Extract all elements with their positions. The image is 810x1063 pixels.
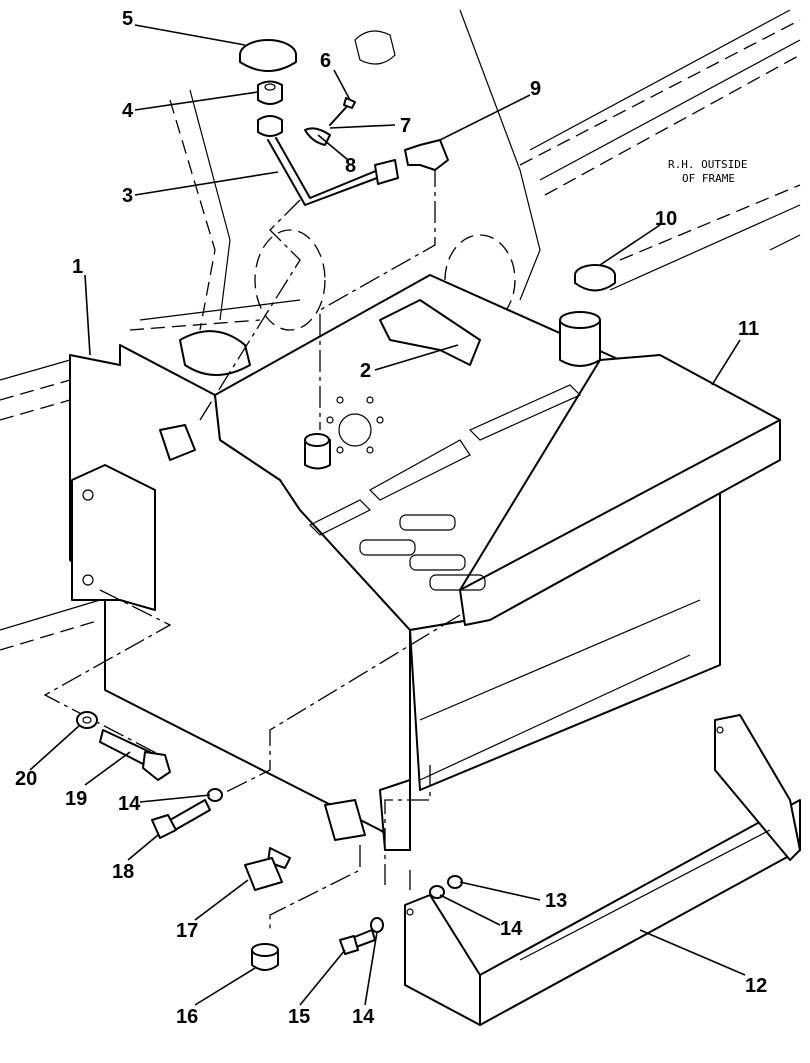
- bolt-15: [339, 929, 376, 955]
- cap-10: [574, 264, 616, 292]
- nut-4: [257, 80, 283, 105]
- assembly-lines: [43, 165, 461, 930]
- hydraulic-tank: [69, 274, 781, 851]
- bolt-18: [151, 799, 211, 839]
- washer-14a: [207, 788, 223, 802]
- bolt-17: [244, 847, 291, 891]
- note-line-1: R.H. OUTSIDE: [668, 158, 747, 171]
- bolt-19: [99, 729, 171, 781]
- callout-12: 12: [745, 975, 767, 997]
- callout-19: 19: [65, 788, 87, 810]
- support-bracket-12: [404, 714, 801, 1026]
- callout-15: 15: [288, 1006, 310, 1028]
- frame-note: R.H. OUTSIDE OF FRAME: [668, 158, 747, 185]
- callout-13: 13: [545, 890, 567, 912]
- note-line-2: OF FRAME: [682, 172, 735, 185]
- tube-3: [257, 115, 399, 206]
- callout-14-right: 14: [500, 918, 523, 940]
- callout-8: 8: [345, 155, 356, 177]
- callout-7: 7: [400, 115, 411, 137]
- washer-14b: [370, 917, 384, 933]
- washer-14c: [429, 875, 463, 899]
- callouts: 1 2 3 4 5 6 7 8 9 10 11 12 13 14 15 16 1…: [15, 8, 767, 1028]
- clip-7-8: [304, 127, 331, 146]
- callout-6: 6: [320, 50, 331, 72]
- callout-17: 17: [176, 920, 198, 942]
- callout-4: 4: [122, 100, 134, 122]
- callout-16: 16: [176, 1006, 198, 1028]
- frame-outline: [0, 9, 801, 651]
- plug-16: [251, 943, 279, 971]
- leader-lines: [29, 24, 746, 1006]
- callout-11: 11: [738, 318, 759, 340]
- callout-5: 5: [122, 8, 133, 30]
- callout-20: 20: [15, 768, 37, 790]
- washer-20: [76, 711, 98, 729]
- callout-1: 1: [72, 256, 83, 278]
- callout-9: 9: [530, 78, 541, 100]
- elbow-9: [404, 139, 449, 171]
- callout-3: 3: [122, 185, 133, 207]
- callout-2: 2: [360, 360, 371, 382]
- cap-5: [239, 39, 297, 72]
- screw-6: [329, 97, 356, 126]
- callout-14-bottom: 14: [352, 1006, 375, 1028]
- callout-14-left: 14: [118, 793, 141, 815]
- callout-10: 10: [655, 208, 677, 230]
- callout-18: 18: [112, 861, 134, 883]
